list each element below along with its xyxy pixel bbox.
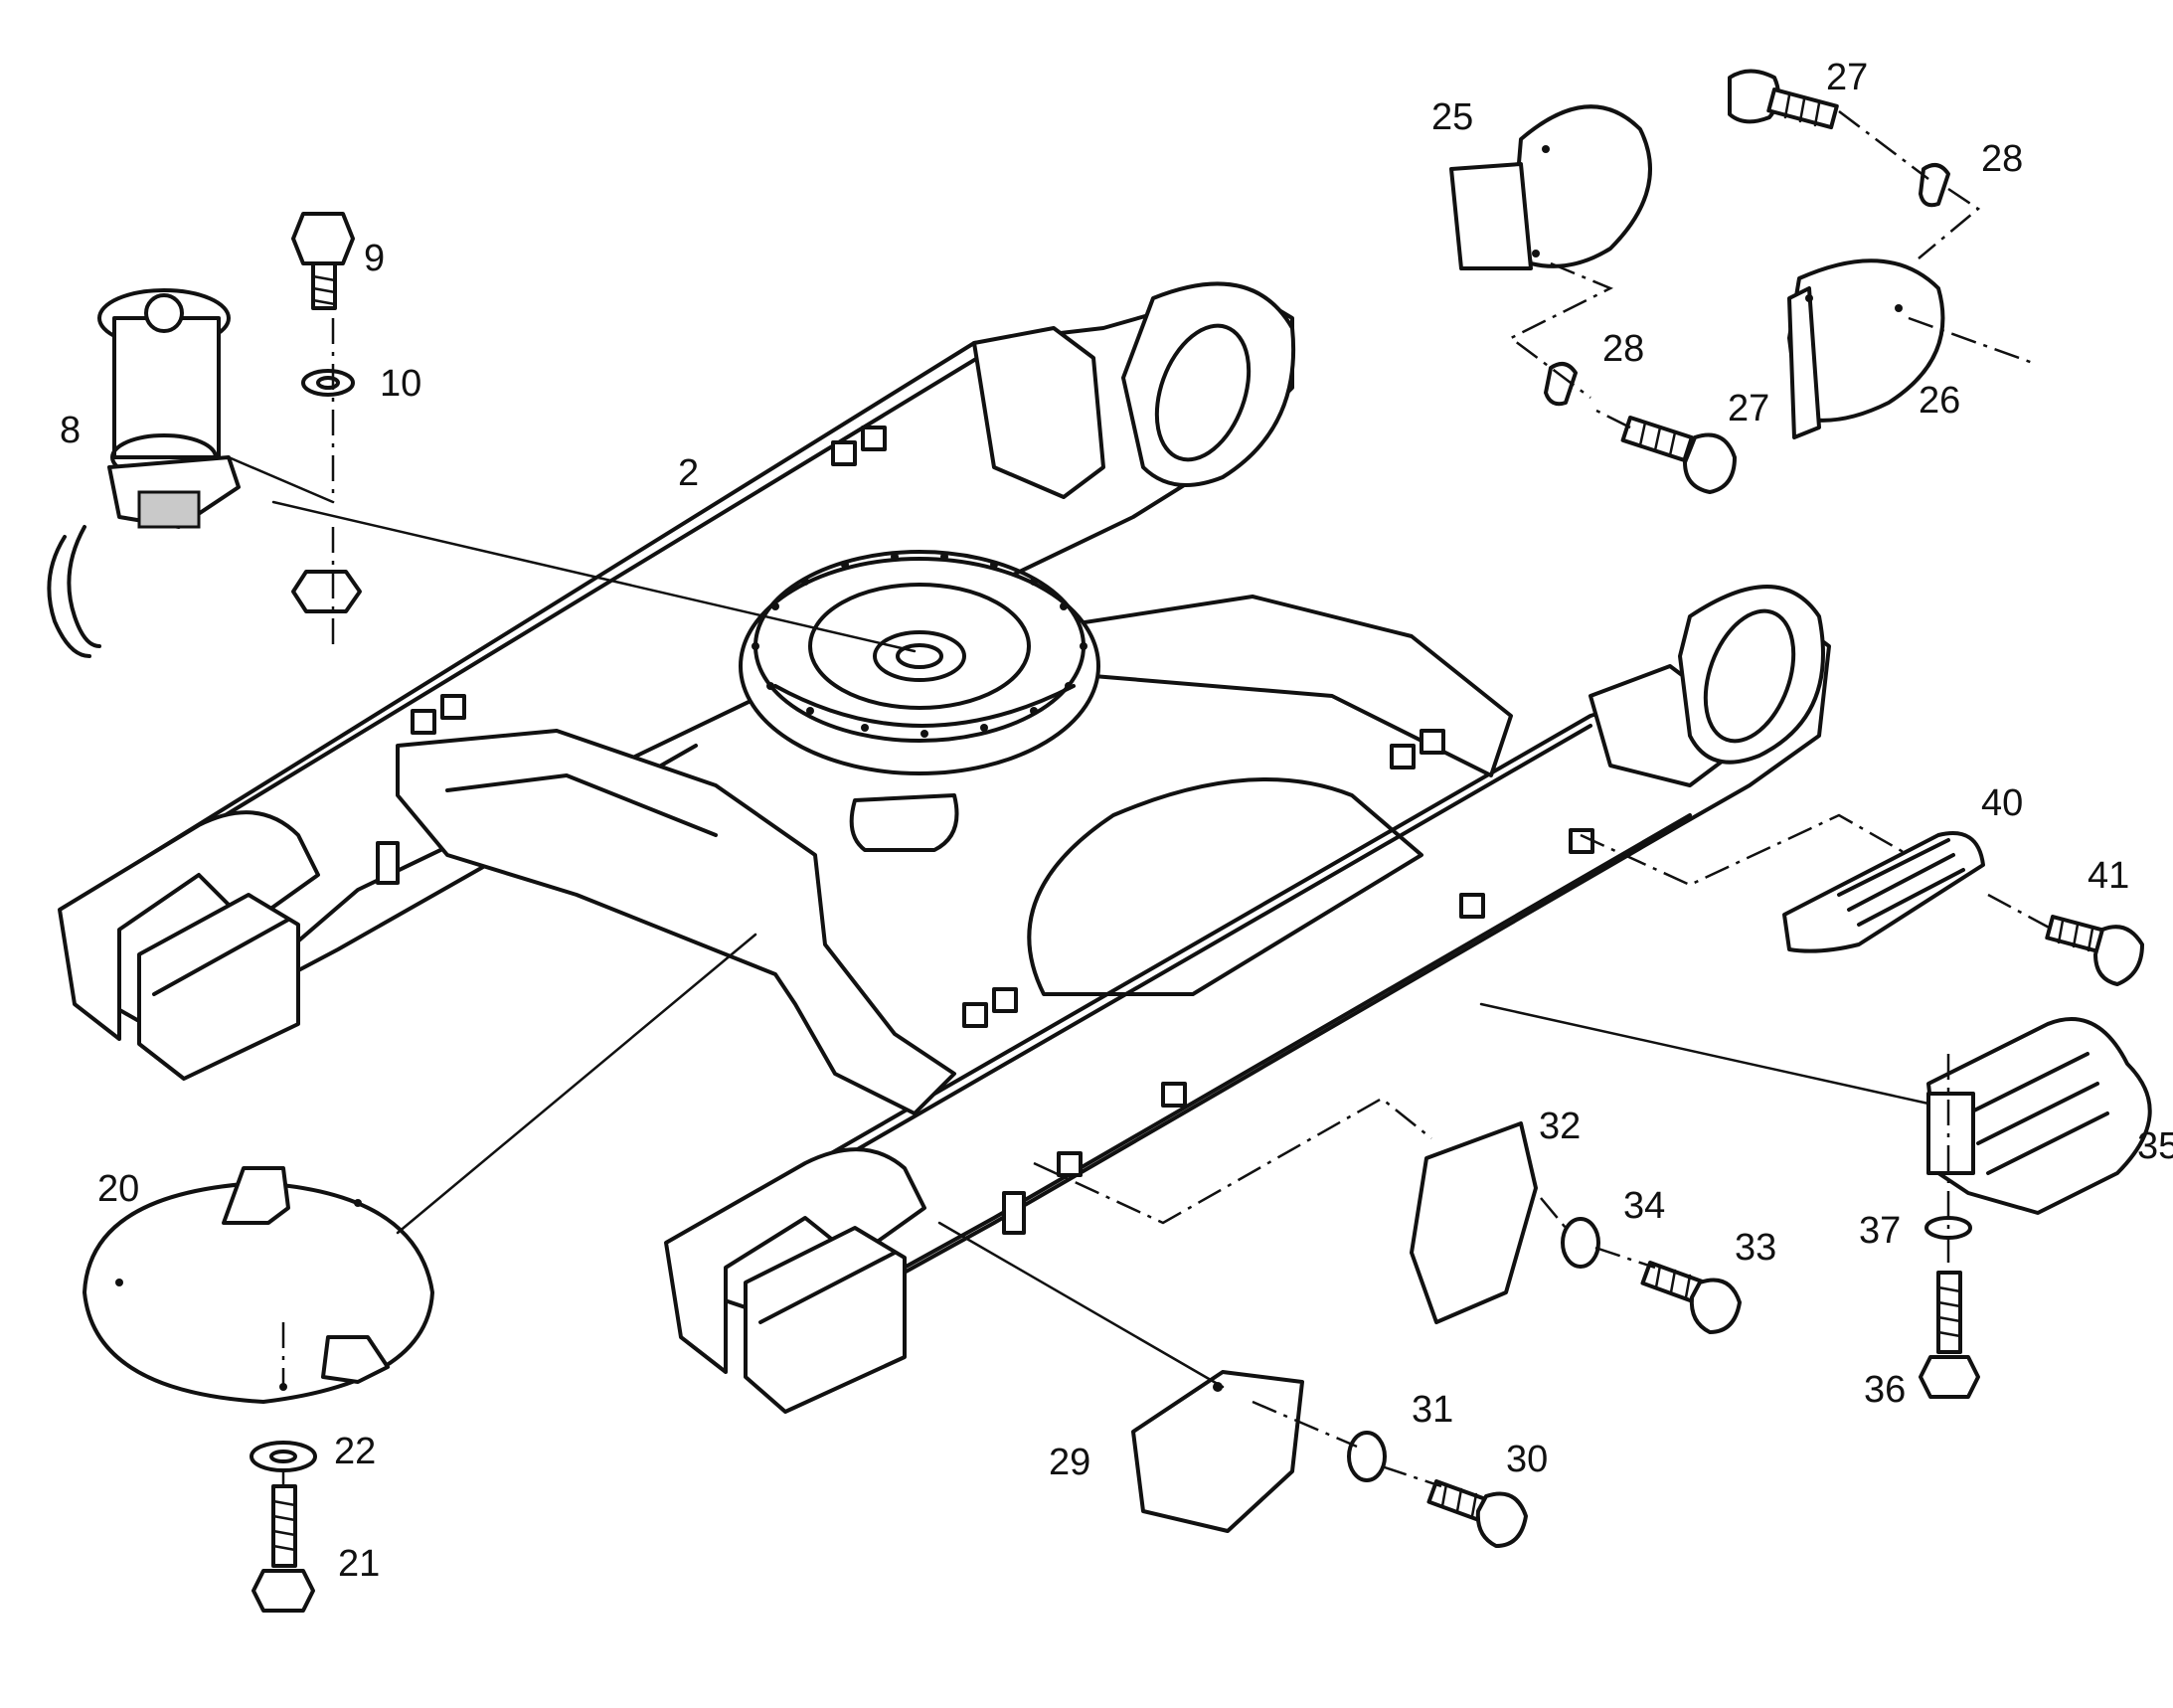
bolt-part-30 [1426, 1478, 1528, 1548]
washer-part-10 [301, 369, 355, 397]
bolt-part-33 [1640, 1260, 1742, 1334]
clip-part-28-upper [1919, 163, 1950, 208]
cover-part-29 [1131, 1370, 1304, 1533]
washer-part-22 [250, 1441, 317, 1472]
callout-40: 40 [1981, 782, 2023, 824]
callout-37: 37 [1859, 1210, 1901, 1252]
callout-30: 30 [1506, 1439, 1548, 1480]
callout-32: 32 [1539, 1106, 1581, 1147]
callout-27-upper: 27 [1826, 57, 1868, 98]
washer-part-31 [1347, 1431, 1387, 1482]
callout-8: 8 [60, 410, 81, 451]
callout-26: 26 [1919, 380, 1960, 422]
callout-33: 33 [1735, 1227, 1776, 1269]
cover-part-25 [1449, 104, 1652, 270]
callout-21: 21 [338, 1543, 380, 1585]
callout-28-upper: 28 [1981, 138, 2023, 180]
bolt-part-27-upper [1728, 69, 1839, 130]
callout-22: 22 [334, 1431, 376, 1472]
callout-10: 10 [380, 363, 421, 405]
bolt-part-27-lower [1620, 416, 1737, 494]
callout-27-lower: 27 [1728, 388, 1769, 429]
bolt-part-9 [291, 212, 355, 310]
ring-bolt-holes [752, 553, 1087, 738]
swing-bearing-ring [739, 550, 1100, 775]
callout-29: 29 [1049, 1442, 1090, 1483]
callout-36: 36 [1864, 1369, 1906, 1411]
pad-part-40 [1782, 831, 1985, 953]
callout-31: 31 [1412, 1389, 1453, 1431]
undercarriage-frame [58, 281, 1831, 1414]
callout-2: 2 [678, 452, 699, 494]
callout-25: 25 [1431, 96, 1473, 138]
callout-41: 41 [2088, 855, 2129, 897]
bracket-part-35 [1926, 1017, 2152, 1215]
cover-plate-part-20 [83, 1166, 434, 1404]
bolt-part-36 [1919, 1271, 1980, 1399]
clip-part-28-lower [1544, 362, 1578, 407]
callout-34: 34 [1623, 1185, 1665, 1227]
bolt-part-21 [251, 1484, 315, 1613]
callout-20: 20 [97, 1168, 139, 1210]
callout-9: 9 [364, 238, 385, 279]
cover-part-26 [1787, 258, 1945, 439]
center-joint-part-8 [47, 288, 241, 658]
leader-lines [227, 110, 2054, 1488]
nut-icon [291, 570, 362, 613]
washer-part-34 [1561, 1217, 1600, 1269]
callout-28-lower: 28 [1602, 328, 1644, 370]
callout-labels: 2 8 9 10 20 21 22 25 26 27 27 28 28 29 3… [60, 57, 2173, 1585]
bolt-part-41 [2045, 915, 2144, 986]
cover-part-32 [1410, 1121, 1538, 1324]
callout-35: 35 [2137, 1125, 2173, 1167]
